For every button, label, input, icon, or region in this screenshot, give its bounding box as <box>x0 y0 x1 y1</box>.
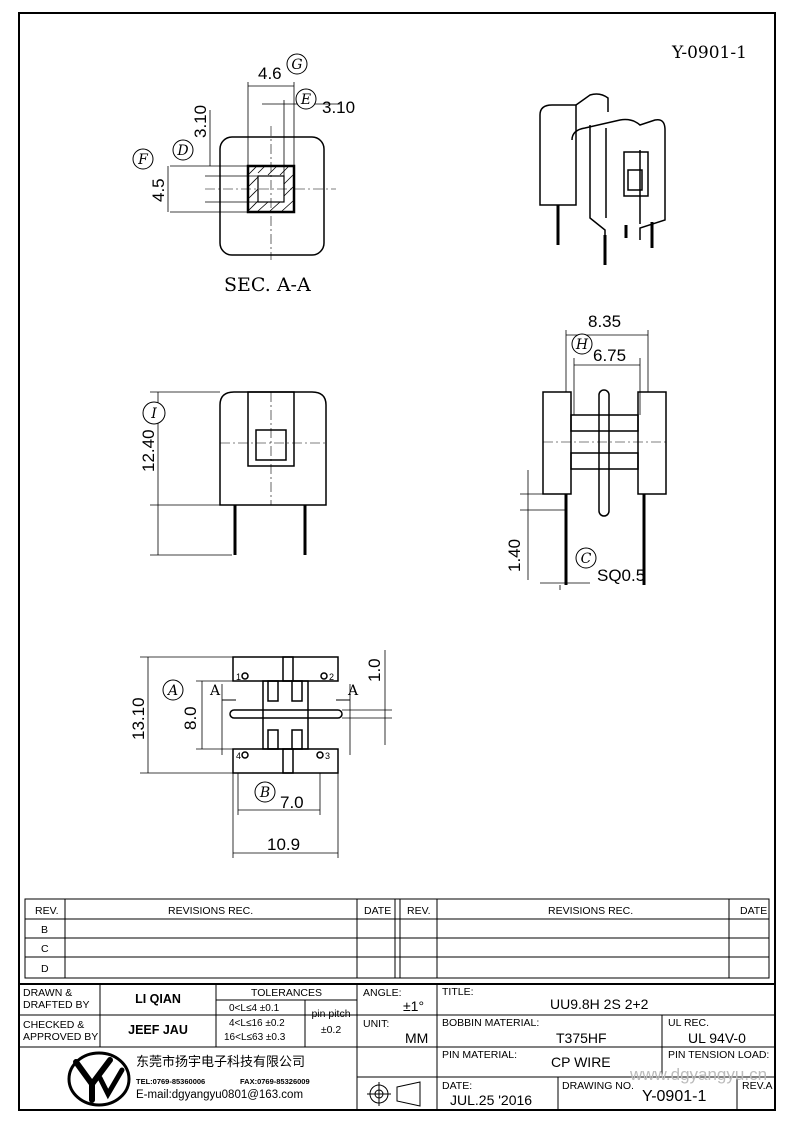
pin-tension-label: PIN TENSION LOAD: <box>668 1049 770 1061</box>
checked-by-value: JEEF JAU <box>128 1023 188 1037</box>
title-label: TITLE: <box>442 986 474 998</box>
balloon-d: D <box>176 143 188 159</box>
projection-symbol-icon <box>367 1081 421 1107</box>
balloon-i: I <box>150 406 157 422</box>
balloons <box>132 53 597 803</box>
bobbin-material-value: T375HF <box>556 1030 607 1046</box>
bottom-view <box>140 650 392 858</box>
pin-number-2: 2 <box>329 672 334 682</box>
side-view <box>520 330 667 590</box>
company-tel: TEL:0769-85360006 <box>136 1077 206 1086</box>
dim-4-5: 4.5 <box>149 178 168 202</box>
rev-rec-header-left: REVISIONS REC. <box>168 905 253 917</box>
checked-by-label: CHECKED & APPROVED BY <box>23 1019 99 1043</box>
dim-8-0: 8.0 <box>181 706 200 730</box>
title-block <box>18 983 776 1111</box>
pin-pitch-label: pin pitch <box>311 1008 351 1020</box>
company-email: E-mail:dgyangyu0801@163.com <box>136 1089 304 1101</box>
rev-date-header-right: DATE <box>740 905 767 917</box>
pin-pitch-value: ±0.2 <box>320 1024 342 1036</box>
rev-date-header-left: DATE <box>364 905 391 917</box>
company-logo-icon <box>67 1051 131 1107</box>
dim-4-6: 4.6 <box>258 64 282 83</box>
dim-7-0: 7.0 <box>280 793 304 812</box>
website-watermark: www.dgyangyu.cn <box>630 1065 768 1084</box>
drawing-id-top: Y-0901-1 <box>671 43 747 63</box>
date-label: DATE: <box>442 1080 473 1092</box>
dim-1-0: 1.0 <box>365 658 384 682</box>
dim-6-75: 6.75 <box>593 346 626 365</box>
rev-header-left: REV. <box>35 905 59 917</box>
tolerance-row-1: 0<L≤4 ±0.1 <box>229 1003 280 1014</box>
ul-rec-label: UL REC. <box>668 1017 710 1029</box>
dim-1-40: 1.40 <box>505 539 524 572</box>
rev-row-b: B <box>41 924 48 936</box>
angle-label: ANGLE: <box>363 987 402 999</box>
tolerances-label: TOLERANCES <box>251 987 322 999</box>
dim-12-40: 12.40 <box>139 429 158 472</box>
pin-number-3: 3 <box>325 751 330 761</box>
dim-3-10-h: 3.10 <box>322 98 355 117</box>
section-mark-right: A <box>347 683 359 699</box>
rev-rec-header-right: REVISIONS REC. <box>548 905 633 917</box>
rev-a-label: REV.A <box>742 1080 773 1092</box>
drawn-by-label: DRAWN & DRAFTED BY <box>23 987 90 1011</box>
pin-number-1: 1 <box>236 672 241 682</box>
balloon-g: G <box>291 57 302 73</box>
balloon-e: E <box>300 92 311 108</box>
pin-number-4: 4 <box>236 751 241 761</box>
ul-rec-value: UL 94V-0 <box>688 1030 746 1046</box>
tolerance-row-3: 16<L≤63 ±0.3 <box>224 1032 286 1043</box>
balloon-a: A <box>166 683 178 699</box>
balloon-c: C <box>581 551 592 567</box>
section-mark-left: A <box>209 683 221 699</box>
title-value: UU9.8H 2S 2+2 <box>550 996 649 1012</box>
dim-3-10-v: 3.10 <box>191 105 210 138</box>
dim-8-35: 8.35 <box>588 312 621 331</box>
drawing-no-label: DRAWING NO. <box>562 1080 634 1092</box>
date-value: JUL.25 '2016 <box>450 1092 533 1108</box>
rev-header-right: REV. <box>407 905 431 917</box>
unit-value: MM <box>405 1030 429 1046</box>
balloon-b: B <box>259 785 270 801</box>
pin-material-label: PIN MATERIAL: <box>442 1049 518 1061</box>
dim-10-9: 10.9 <box>267 835 300 854</box>
drawing-no-value: Y-0901-1 <box>642 1088 707 1105</box>
rev-row-c: C <box>41 943 49 955</box>
unit-label: UNIT: <box>363 1018 390 1030</box>
balloon-h: H <box>575 337 589 353</box>
company-name: 东莞市扬宇电子科技有限公司 <box>136 1055 306 1070</box>
pin-material-value: CP WIRE <box>551 1054 611 1070</box>
section-label: SEC. A-A <box>224 274 311 296</box>
revisions-table <box>24 898 770 979</box>
tolerance-row-2: 4<L≤16 ±0.2 <box>229 1018 285 1029</box>
balloon-f: F <box>137 152 149 168</box>
dim-sq0-5: SQ0.5 <box>597 566 645 585</box>
rev-row-d: D <box>41 963 49 975</box>
bobbin-material-label: BOBBIN MATERIAL: <box>442 1017 540 1029</box>
company-fax: FAX:0769-85326009 <box>240 1077 310 1086</box>
section-view <box>167 82 340 260</box>
front-view <box>150 391 327 556</box>
dim-13-10: 13.10 <box>129 697 148 740</box>
drawn-by-value: LI QIAN <box>135 992 181 1006</box>
iso-view <box>539 93 666 265</box>
angle-value: ±1° <box>403 998 425 1014</box>
